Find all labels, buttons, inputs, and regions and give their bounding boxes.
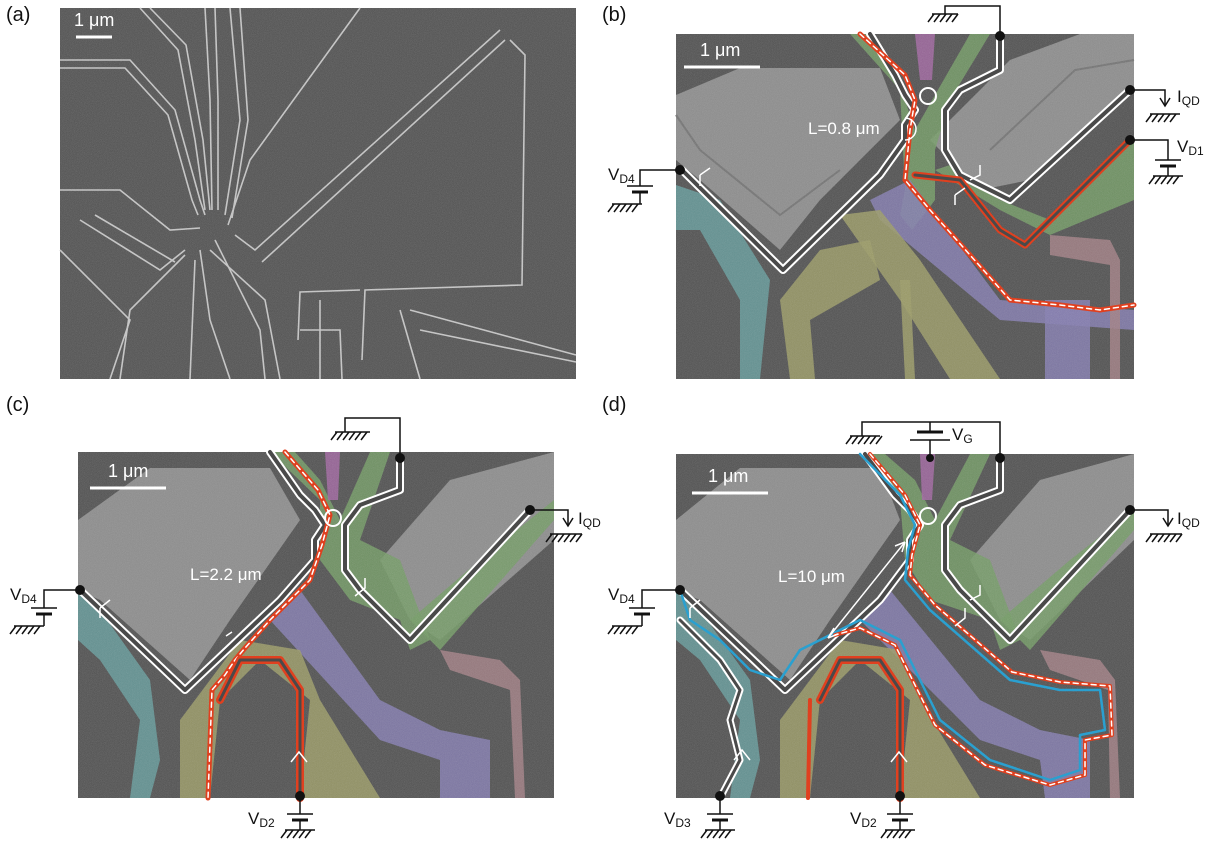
sem-image-c <box>76 448 554 802</box>
vd4-label-b: VD4 <box>608 165 635 186</box>
panel-a-letter: (a) <box>6 4 31 26</box>
iqd-circuit-b <box>1130 89 1180 123</box>
ground-top-c <box>330 417 401 458</box>
vg-label-d: VG <box>952 425 973 446</box>
length-label-b: L=0.8 μm <box>808 119 880 138</box>
length-label-c: L=2.2 μm <box>190 565 262 584</box>
panel-d-letter: (d) <box>602 394 627 416</box>
vd1-circuit-b <box>1130 139 1183 185</box>
length-label-d: L=10 μm <box>778 567 845 586</box>
vd4-circuit-c <box>9 589 80 635</box>
panel-c-letter: (c) <box>6 394 30 416</box>
vd4-label-d: VD4 <box>608 585 635 606</box>
vd3-label-d: VD3 <box>664 809 691 830</box>
vd4-label-c: VD4 <box>10 585 37 606</box>
vd1-label-b: VD1 <box>1177 137 1204 158</box>
vg-circuit-d <box>845 421 1001 458</box>
iqd-label-c: IQD <box>578 509 601 530</box>
node-top-b <box>995 31 1005 41</box>
iqd-circuit-d <box>1130 509 1183 543</box>
vd4-circuit-b <box>607 169 680 213</box>
sem-image-d <box>676 450 1134 802</box>
ground-top-b <box>927 5 1001 34</box>
vd2-label-d: VD2 <box>850 809 877 830</box>
iqd-label-d: IQD <box>1177 509 1200 530</box>
vd3-circuit-d <box>700 796 735 839</box>
iqd-label-b: IQD <box>1177 87 1200 108</box>
iqd-circuit-c <box>530 509 583 543</box>
scale-label-b: 1 μm <box>700 40 741 60</box>
scale-label-c: 1 μm <box>108 461 149 481</box>
vd2-circuit-c <box>280 796 315 839</box>
scale-label-a: 1 μm <box>74 10 115 30</box>
sem-image-a <box>59 7 577 380</box>
sem-image-b <box>675 30 1137 379</box>
vd2-circuit-d <box>880 796 915 839</box>
vd4-circuit-d <box>607 589 680 635</box>
vd2-label-c: VD2 <box>248 809 275 830</box>
panel-b-letter: (b) <box>602 4 627 26</box>
scale-label-d: 1 μm <box>708 466 749 486</box>
